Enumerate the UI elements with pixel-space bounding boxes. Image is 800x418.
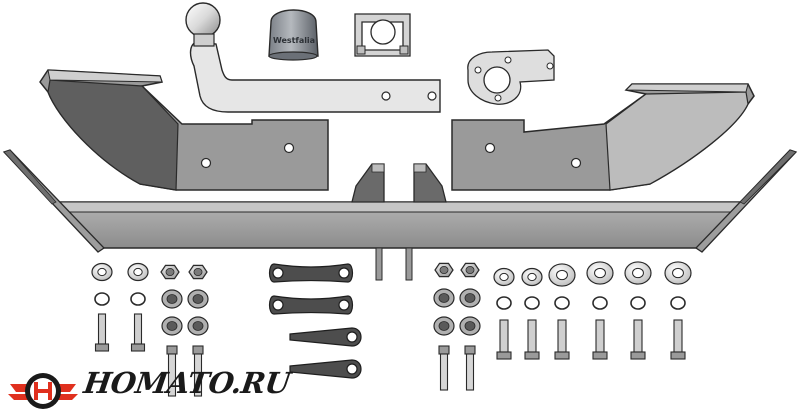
brand-name: HOMATO.RU <box>81 366 293 400</box>
bolt <box>499 319 509 353</box>
ball-cap: Westfalia <box>268 9 319 61</box>
spring-washer <box>554 296 570 310</box>
tongue-plate <box>289 327 362 347</box>
plate <box>268 263 354 283</box>
crossbar <box>2 149 798 281</box>
spring-washer <box>524 296 540 310</box>
socket-plate <box>467 49 555 105</box>
ball-cap-label: Westfalia <box>273 36 315 45</box>
spring-washer <box>130 292 146 306</box>
bolt <box>527 319 537 353</box>
bolt <box>557 319 567 353</box>
center-mount-left <box>351 163 385 203</box>
right-side-bracket <box>451 83 755 191</box>
spring-washer <box>592 296 608 310</box>
tongue-plate <box>289 359 362 379</box>
bolt <box>673 319 683 353</box>
long-bolt <box>192 345 204 355</box>
logo-icon <box>8 373 78 409</box>
bolt <box>595 319 605 353</box>
bolt <box>633 319 643 353</box>
left-side-bracket <box>39 69 329 191</box>
bolt <box>133 313 143 345</box>
tow-ball-neck <box>185 2 441 113</box>
spring-washer <box>496 296 512 310</box>
bolt <box>97 313 107 345</box>
spring-washer <box>630 296 646 310</box>
spring-washer <box>670 296 686 310</box>
long-bolt <box>464 345 476 355</box>
plate <box>268 295 354 315</box>
center-mount-right <box>413 163 447 203</box>
spring-washer <box>94 292 110 306</box>
hardware-set <box>91 261 692 397</box>
long-bolt <box>166 345 178 355</box>
socket-bracket <box>354 13 411 57</box>
long-bolt <box>438 345 450 355</box>
